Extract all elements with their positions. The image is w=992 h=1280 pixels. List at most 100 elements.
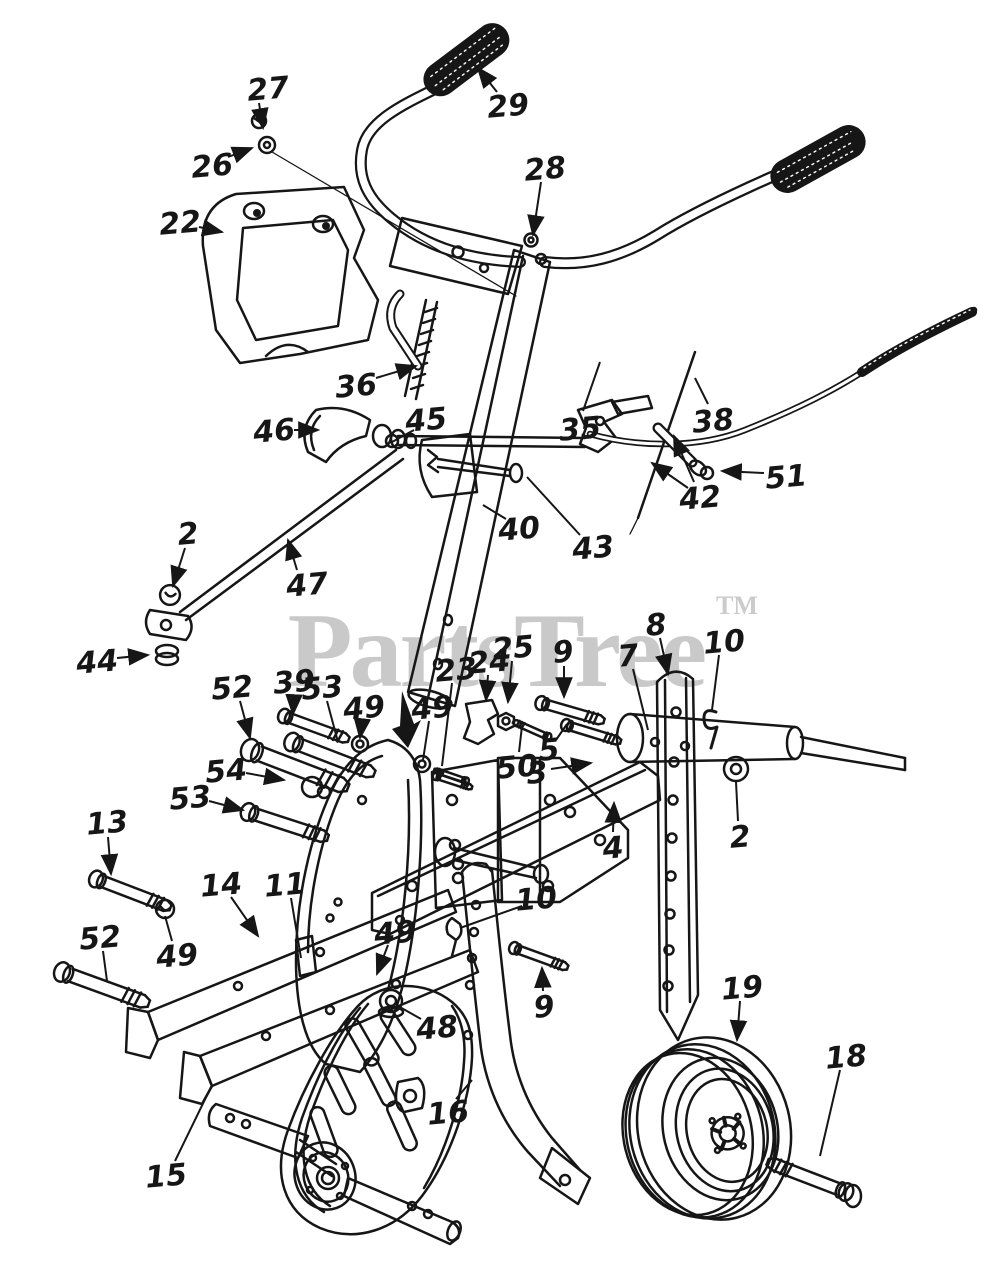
part-number-label: 26	[190, 147, 235, 186]
callout-44: 44	[74, 643, 151, 682]
part-number-label: 49	[372, 914, 418, 953]
hitch-bar	[372, 762, 660, 934]
callout-53: 53	[168, 779, 246, 818]
direction-arrow	[392, 691, 421, 748]
callout-13: 13	[85, 804, 130, 877]
part-number-label: 44	[74, 643, 120, 682]
bolt-43-head	[510, 464, 522, 482]
part-number-label: 51	[764, 458, 809, 497]
part-number-label: 43	[570, 529, 616, 568]
callout-42: 42	[650, 433, 723, 518]
part-number-label: 53	[168, 779, 213, 818]
callout-51: 51	[719, 458, 809, 497]
part-number-label: 52	[210, 669, 255, 708]
part-number-label: 4	[600, 830, 625, 867]
callout-23: 23	[434, 651, 478, 766]
callout-39: 39	[272, 663, 317, 717]
bolt-39	[275, 706, 353, 748]
part-number-label: 48	[414, 1009, 460, 1048]
part-number-label: 15	[144, 1157, 189, 1196]
part-number-label: 28	[523, 150, 568, 189]
belt-cover	[281, 986, 472, 1234]
part-number-label: 39	[272, 663, 317, 702]
part-number-label: 40	[496, 510, 542, 549]
part-number-label: 47	[284, 566, 330, 605]
hex-nut-24	[498, 713, 514, 730]
flange-nut-48	[379, 990, 403, 1017]
part-number-label: 27	[246, 70, 291, 109]
watermark: PartsTree TM	[288, 591, 758, 709]
callout-49: 49	[372, 914, 418, 977]
callout-49: 49	[341, 689, 386, 741]
callout-26: 26	[190, 146, 255, 186]
cable-guide-cluster	[431, 693, 624, 793]
part-number-label: 3	[525, 755, 549, 792]
bolt-52b	[50, 958, 154, 1015]
handle-mount-bracket	[203, 187, 378, 363]
cylinder-7	[617, 714, 905, 770]
part-number-label: 8	[644, 607, 668, 644]
wheel-hub	[707, 1111, 748, 1155]
axle-bolt-18	[763, 1152, 861, 1207]
flange-nut-2	[724, 757, 748, 781]
part-number-label: 53	[300, 669, 345, 708]
part-number-label: 11	[263, 866, 308, 905]
callout-15: 15	[144, 1085, 212, 1196]
callout-53: 53	[300, 669, 345, 742]
part-number-label: 13	[85, 804, 130, 843]
callout-2: 2	[170, 516, 200, 589]
callout-19: 19	[720, 969, 764, 1043]
part-number-label: 49	[409, 689, 455, 728]
part-number-label: 29	[486, 87, 531, 126]
part-number-label: 9	[532, 989, 556, 1026]
wheel-19	[604, 1021, 811, 1240]
bolt-52a	[236, 734, 354, 800]
callout-43: 43	[527, 477, 615, 568]
r-clip-pin-10	[704, 711, 717, 748]
pivot-bolt	[435, 838, 548, 883]
part-number-label: 25	[491, 629, 536, 668]
callout-50: 50	[495, 726, 539, 787]
callout-45: 45	[392, 401, 448, 442]
callout-38: 38	[691, 378, 736, 441]
right-grip	[770, 125, 866, 193]
callout-35: 35	[558, 362, 603, 449]
cable-hook-tube	[391, 294, 418, 366]
callout-16: 16	[426, 1080, 472, 1133]
part-number-label: 16	[426, 1094, 471, 1133]
nut-2	[158, 583, 182, 607]
part-number-label: 10	[702, 623, 747, 662]
callout-22: 22	[158, 204, 225, 243]
part-number-label: 38	[691, 402, 736, 441]
left-plate	[432, 760, 502, 908]
handlebar-clamp-plate	[390, 218, 522, 294]
part-number-label: 5	[537, 732, 561, 769]
callout-11: 11	[263, 866, 308, 958]
part-number-label: 46	[251, 412, 297, 451]
part-number-label: 52	[78, 919, 123, 958]
callout-46: 46	[251, 412, 321, 451]
clip-10b	[447, 918, 462, 956]
throttle-cable	[590, 310, 974, 444]
callout-48: 48	[398, 1006, 459, 1048]
alignment-line	[272, 152, 516, 296]
tab-11	[296, 936, 316, 976]
part-number-label: 2	[728, 819, 752, 856]
bolt-13	[85, 867, 175, 917]
part-number-label: 42	[677, 479, 723, 518]
left-grip	[423, 23, 510, 97]
part-number-label: 49	[154, 937, 200, 976]
part-number-label: 2	[176, 516, 200, 553]
handlebar-assembly	[361, 23, 866, 294]
callout-2: 2	[728, 782, 752, 856]
callout-7: 7	[616, 638, 648, 730]
watermark-tm: TM	[716, 591, 758, 620]
part-number-label: 24	[467, 643, 512, 682]
callout-24: 24	[467, 643, 512, 703]
callout-52: 52	[78, 919, 123, 981]
part-number-label: 18	[824, 1038, 869, 1077]
part-number-label: 35	[558, 410, 603, 449]
part-number-label: 36	[334, 367, 379, 406]
